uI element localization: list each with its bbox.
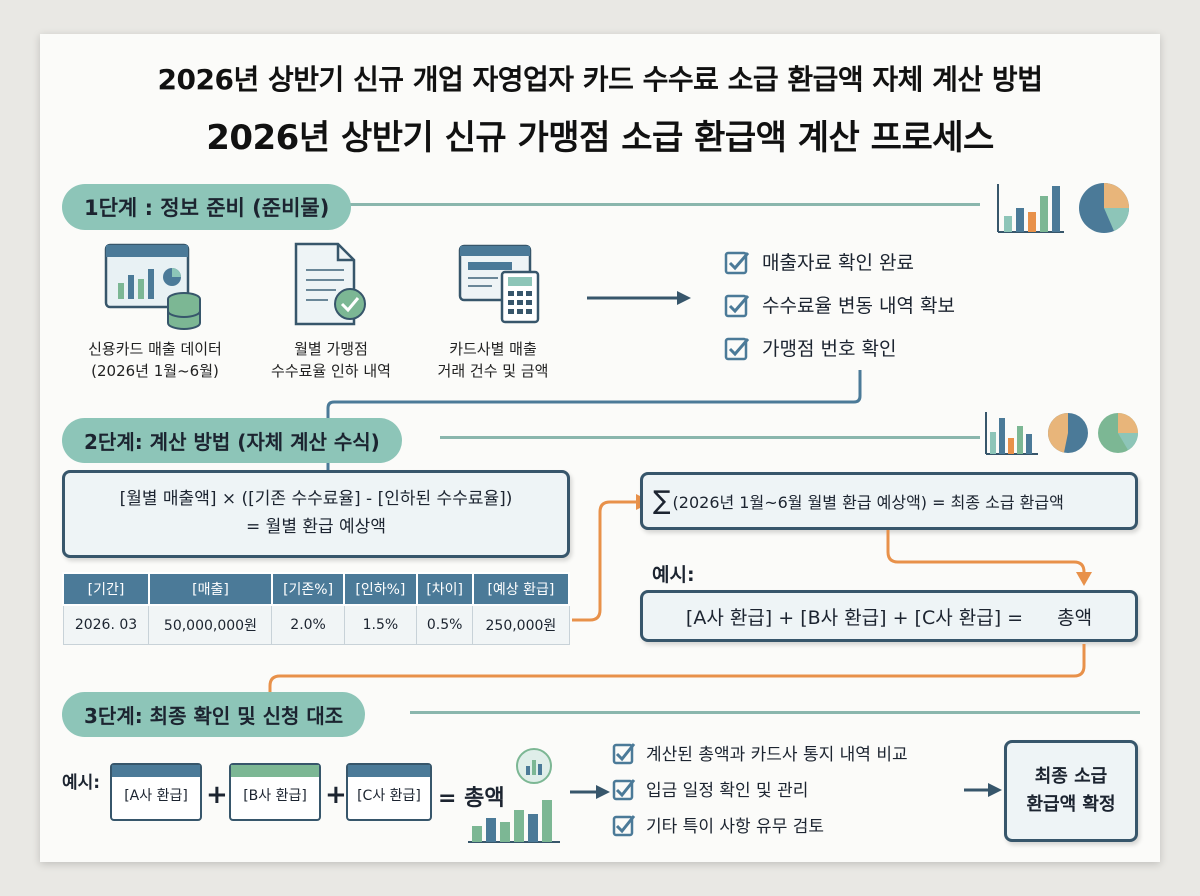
refund-card-c: [C사 환급]	[346, 763, 432, 821]
table-header-cell: [예상 환급]	[471, 572, 571, 606]
bar-chart-icon	[997, 184, 1064, 233]
sum-symbol: ∑	[653, 486, 671, 516]
checkbox-checked-icon	[724, 251, 750, 274]
checklist-item: 입금 일정 확인 및 관리	[612, 776, 908, 801]
item3-label-line1: 카드사별 매출	[449, 340, 537, 358]
checklist-item: 가맹점 번호 확인	[724, 334, 955, 361]
sum-to-example-arrow	[886, 530, 1092, 586]
plus-sign: +	[325, 780, 347, 810]
step3-divider	[410, 711, 1140, 714]
step2-to-step3-connector	[268, 644, 1086, 710]
table-header-cell: [차이]	[415, 572, 474, 606]
example-total: 총액	[1057, 606, 1093, 629]
item2-label-line2: 수수료율 인하 내역	[271, 362, 391, 380]
fee-document-icon	[294, 242, 366, 326]
formula-line1: [월별 매출액] × ([기존 수수료율] - [인하된 수수료율])	[119, 489, 513, 509]
sub-title: 2026년 상반기 신규 가맹점 소급 환급액 계산 프로세스	[206, 118, 994, 158]
step1-arrow-icon	[587, 291, 691, 305]
table-cell: 50,000,000원	[148, 604, 273, 645]
step3-arrow-icon	[570, 785, 610, 799]
final-confirm-line1: 최종 소급	[1034, 766, 1108, 787]
table-cell: 250,000원	[472, 604, 570, 645]
formula-line2: = 월별 환급 예상액	[246, 517, 386, 537]
checklist-item-label: 계산된 총액과 카드사 통지 내역 비교	[646, 745, 908, 765]
calculation-table: [기간] [매출] [기존%] [인하%] [차이] [예상 환급] 2026.…	[62, 572, 571, 645]
item1-label-line2: (2026년 1월~6월)	[91, 362, 219, 380]
final-arrow-icon	[964, 783, 1002, 797]
checklist-item-label: 매출자료 확인 완료	[762, 252, 914, 274]
checklist-item-label: 가맹점 번호 확인	[762, 338, 897, 360]
growth-chart-icon	[468, 748, 560, 843]
step2-divider	[440, 436, 980, 439]
step3-label: 3단계: 최종 확인 및 신청 대조	[62, 692, 366, 737]
checkbox-checked-icon	[612, 778, 636, 800]
example-formula-box: [A사 환급] + [B사 환급] + [C사 환급] = 총액	[640, 590, 1138, 642]
checkbox-checked-icon	[724, 294, 750, 317]
sales-data-icon	[104, 243, 201, 330]
sum-formula-box: ∑ (2026년 1월~6월 월별 환급 예상액) = 최종 소급 환급액	[640, 472, 1138, 530]
formula-box: [월별 매출액] × ([기존 수수료율] - [인하된 수수료율]) = 월별…	[62, 470, 570, 558]
step2-chart-icons	[985, 412, 1138, 455]
pie-chart-icon	[1048, 413, 1088, 453]
pie-chart-icon	[1098, 413, 1138, 453]
step1-label: 1단계 : 정보 준비 (준비물)	[62, 184, 352, 230]
refund-card-c-label: [C사 환급]	[357, 788, 421, 804]
step3-example-label: 예시:	[62, 773, 101, 793]
table-header-cell: [인하%]	[343, 572, 418, 606]
step2-example-label: 예시:	[652, 564, 695, 586]
table-header-cell: [매출]	[147, 572, 273, 606]
table-cell: 1.5%	[343, 604, 418, 645]
final-confirm-box: 최종 소급 환급액 확정	[1004, 740, 1138, 842]
step2-label: 2단계: 계산 방법 (자체 계산 수식)	[62, 418, 402, 463]
item2-label-line1: 월별 가맹점	[294, 340, 368, 358]
refund-card-b: [B사 환급]	[229, 763, 321, 821]
step1-to-step2-connector	[326, 370, 862, 474]
item3-label-line2: 거래 건수 및 금액	[437, 362, 549, 380]
checklist-item-label: 수수료율 변동 내역 확보	[762, 295, 955, 317]
table-cell: 0.5%	[416, 604, 474, 645]
plus-sign: +	[206, 780, 228, 810]
pie-chart-icon	[1079, 183, 1130, 233]
final-confirm-line2: 환급액 확정	[1026, 794, 1116, 815]
item1-label: 신용카드 매출 데이터 (2026년 1월~6월)	[60, 338, 250, 382]
table-row: 2026. 03 50,000,000원 2.0% 1.5% 0.5% 250,…	[62, 604, 570, 645]
item3-label: 카드사별 매출 거래 건수 및 금액	[398, 338, 588, 382]
bar-chart-icon	[985, 412, 1038, 455]
checkbox-checked-icon	[724, 337, 750, 360]
checklist-item: 매출자료 확인 완료	[724, 248, 955, 275]
checklist-item-label: 입금 일정 확인 및 관리	[646, 781, 809, 801]
checklist-item: 수수료율 변동 내역 확보	[724, 291, 955, 318]
table-header-cell: [기간]	[62, 572, 150, 606]
table-header-cell: [기존%]	[270, 572, 346, 606]
example-formula-text: [A사 환급] + [B사 환급] + [C사 환급] =	[685, 606, 1024, 629]
checklist-item: 기타 특이 사항 유무 검토	[612, 812, 908, 837]
refund-card-a: [A사 환급]	[110, 763, 202, 821]
checkbox-checked-icon	[612, 742, 636, 764]
item2-label: 월별 가맹점 수수료율 인하 내역	[236, 338, 426, 382]
refund-card-a-label: [A사 환급]	[124, 788, 188, 804]
checklist-item-label: 기타 특이 사항 유무 검토	[646, 817, 825, 837]
step1-checklist: 매출자료 확인 완료 수수료율 변동 내역 확보 가맹점 번호 확인	[724, 248, 955, 361]
table-header-row: [기간] [매출] [기존%] [인하%] [차이] [예상 환급]	[62, 572, 571, 606]
refund-card-b-label: [B사 환급]	[243, 788, 307, 804]
total-label: = 총액	[438, 786, 505, 811]
step3-checklist: 계산된 총액과 카드사 통지 내역 비교 입금 일정 확인 및 관리 기타 특이…	[612, 740, 908, 837]
checklist-item: 계산된 총액과 카드사 통지 내역 비교	[612, 740, 908, 765]
sum-formula-text: (2026년 1월~6월 월별 환급 예상액) = 최종 소급 환급액	[672, 493, 1064, 512]
card-calculator-icon	[458, 244, 540, 324]
step1-chart-icons	[997, 183, 1130, 233]
step1-divider	[350, 203, 980, 206]
item1-label-line1: 신용카드 매출 데이터	[88, 340, 222, 358]
table-cell: 2026. 03	[62, 604, 150, 645]
table-cell: 2.0%	[271, 604, 345, 645]
checkbox-checked-icon	[612, 814, 636, 836]
main-title: 2026년 상반기 신규 개업 자영업자 카드 수수료 소급 환급액 자체 계산…	[157, 63, 1043, 96]
